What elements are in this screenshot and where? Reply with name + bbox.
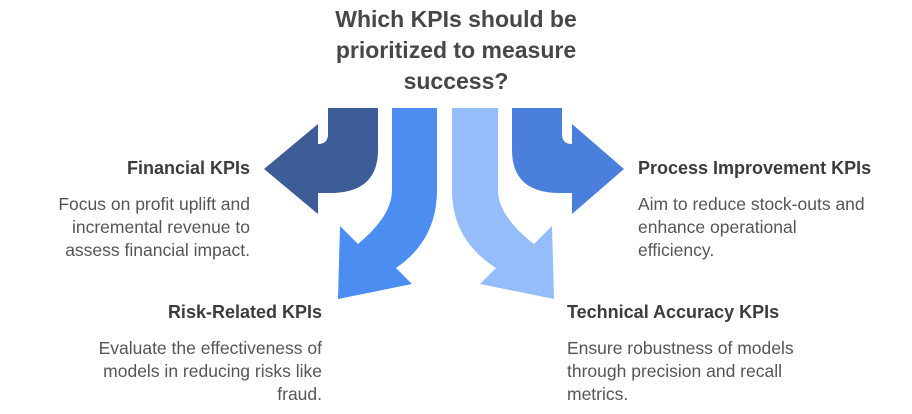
description-line: Aim to reduce stock-outs and (638, 194, 865, 214)
description-line: fraud. (277, 384, 322, 404)
financial-description: Focus on profit uplift and incremental r… (58, 193, 250, 262)
description-line: enhance operational (638, 217, 797, 237)
risk-arrow (338, 108, 437, 299)
process-heading: Process Improvement KPIs (638, 158, 872, 178)
title-line: success? (403, 68, 509, 94)
diagram-title: Which KPIs should be prioritized to meas… (256, 4, 656, 97)
financial-heading: Financial KPIs (126, 158, 250, 178)
description-line: Evaluate the effectiveness of (98, 338, 322, 358)
description-line: metrics. (567, 384, 629, 404)
process-description: Aim to reduce stock-outs and enhance ope… (638, 193, 865, 262)
description-line: incremental revenue to (71, 217, 250, 237)
title-line: prioritized to measure (335, 37, 577, 63)
technical-description: Ensure robustness of models through prec… (567, 337, 794, 406)
description-line: Ensure robustness of models (567, 338, 794, 358)
risk-description: Evaluate the effectiveness of models in … (99, 337, 322, 406)
financial-arrow (264, 108, 378, 214)
description-line: efficiency. (638, 240, 715, 260)
technical-heading: Technical Accuracy KPIs (567, 302, 780, 322)
process-arrow (512, 108, 624, 214)
risk-heading: Risk-Related KPIs (167, 302, 322, 322)
technical-arrow (452, 108, 554, 299)
description-line: Focus on profit uplift and (58, 194, 250, 214)
description-line: assess financial impact. (65, 240, 250, 260)
title-line: Which KPIs should be (335, 6, 577, 32)
description-line: models in reducing risks like (103, 361, 322, 381)
description-line: through precision and recall (567, 361, 782, 381)
